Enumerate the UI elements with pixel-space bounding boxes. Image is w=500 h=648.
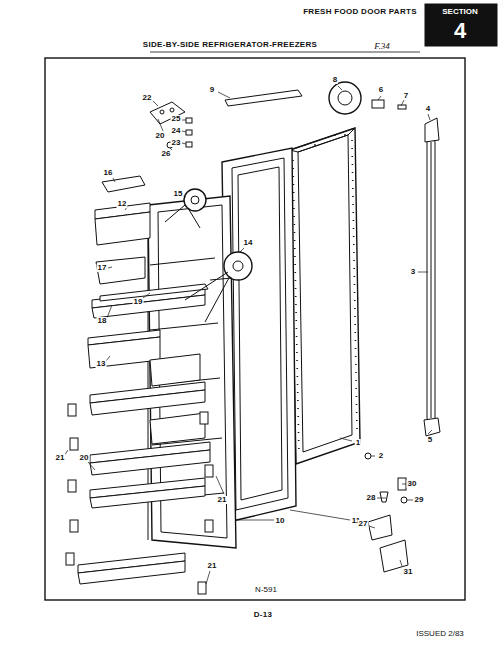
- callout-number: 6: [378, 86, 384, 94]
- callout-number: 19: [133, 298, 144, 306]
- door-shelves: [78, 203, 210, 584]
- callout-number: 21: [55, 454, 66, 462]
- callout-number: 20: [79, 454, 90, 462]
- shelf-clips: [66, 404, 213, 594]
- handwritten-note: F.34: [373, 42, 391, 51]
- callout-number: 16: [103, 169, 114, 177]
- callout-number: 20: [155, 132, 166, 140]
- callout-number: 4: [425, 105, 431, 113]
- callout-number: 31: [403, 568, 414, 576]
- dairy-bin: [96, 257, 145, 284]
- callout-number: 2: [378, 452, 384, 460]
- callout-number: 23: [171, 139, 182, 147]
- section-box: [425, 4, 497, 46]
- callout-number: 21: [207, 562, 218, 570]
- callout-number: 22: [142, 94, 153, 102]
- border: [45, 58, 465, 600]
- callout-number: 9: [209, 86, 215, 94]
- gasket-strip: [424, 118, 440, 436]
- callout-number: 26: [161, 150, 172, 158]
- callout-number: 25: [171, 115, 182, 123]
- section-word: SECTION: [441, 8, 479, 16]
- callout-number: 29: [414, 496, 425, 504]
- callout-number: 12: [117, 200, 128, 208]
- callout-number: 30: [407, 480, 418, 488]
- callout-number: 3: [410, 268, 416, 276]
- callout-number: 28: [366, 494, 377, 502]
- callout-number: 13: [96, 360, 107, 368]
- callout-number: 18: [97, 317, 108, 325]
- issue-date: ISSUED 2/83: [415, 630, 465, 638]
- section-number: 4: [453, 20, 467, 42]
- cover: [102, 176, 145, 192]
- page-number: D-13: [253, 611, 274, 619]
- callout-number: 14: [243, 239, 254, 247]
- leader-lines: [64, 86, 432, 584]
- callout-number: 15: [173, 190, 184, 198]
- callout-number: 27: [358, 520, 369, 528]
- callout-number: 7: [403, 92, 409, 100]
- hinge-assembly: [150, 82, 406, 148]
- rule: [150, 52, 420, 53]
- drawing-number: N-591: [254, 586, 278, 594]
- callout-number: 24: [171, 127, 182, 135]
- door-panel: [290, 128, 360, 464]
- shelf-rail: [100, 284, 208, 301]
- callout-number: 1: [355, 439, 361, 447]
- detail-circles: [165, 189, 252, 322]
- callout-number: 10: [275, 517, 286, 525]
- bottom-hinge: [365, 453, 408, 572]
- callout-number: 8: [332, 76, 338, 84]
- section-heading: FRESH FOOD DOOR PARTS: [302, 8, 418, 16]
- callout-number: 5: [427, 436, 433, 444]
- callout-number: 17: [97, 264, 108, 272]
- diagram-title: SIDE-BY-SIDE REFRIGERATOR-FREEZERS: [142, 41, 318, 49]
- callout-number: 21: [217, 496, 228, 504]
